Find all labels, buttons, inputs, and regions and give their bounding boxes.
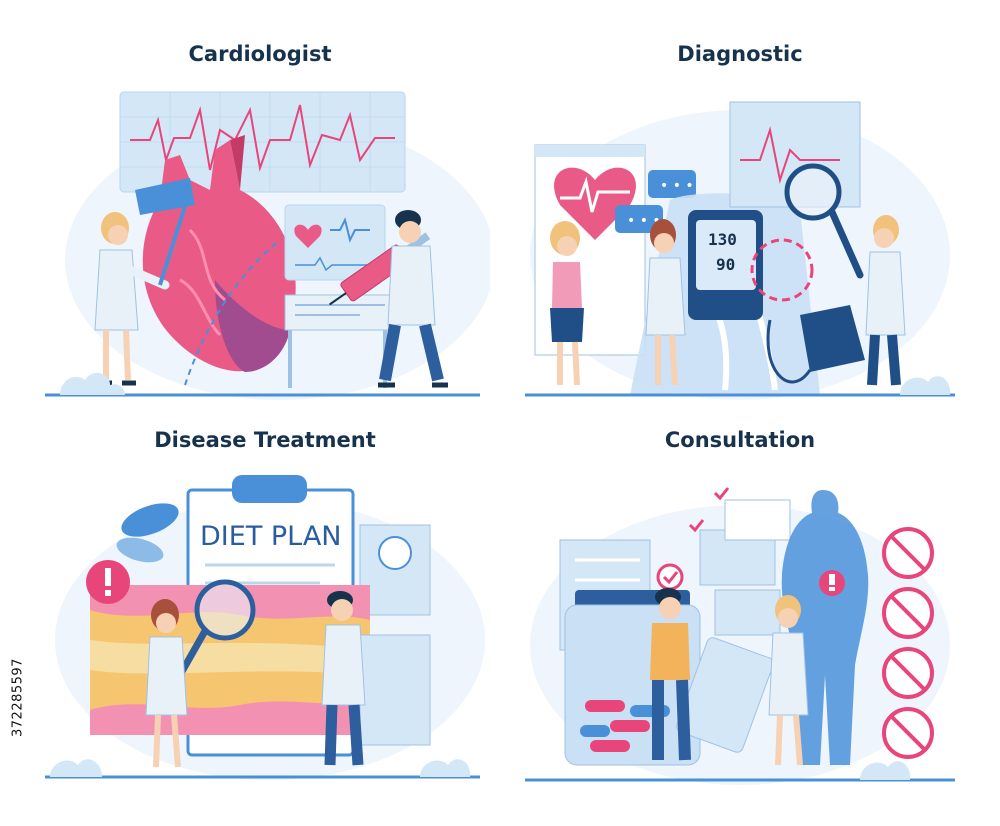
magnifier-icon bbox=[784, 163, 864, 279]
warning-icon-consult bbox=[819, 570, 845, 596]
panel-consultation bbox=[520, 465, 960, 785]
panel-diagnostic: • • • • • • 130 90 bbox=[520, 80, 960, 400]
title-diagnostic: Diagnostic bbox=[677, 42, 803, 66]
doctor-male-treatment bbox=[321, 591, 366, 766]
chat-bubble-icon bbox=[648, 170, 696, 198]
stock-id-text: 372285597 bbox=[10, 658, 26, 737]
patient-female bbox=[550, 221, 584, 386]
bp-diastolic: 90 bbox=[716, 255, 735, 274]
doctor-female-middle bbox=[645, 219, 686, 386]
bp-systolic: 130 bbox=[708, 230, 737, 249]
pill-icons bbox=[116, 503, 179, 563]
chat-bubble-icon-2 bbox=[615, 205, 663, 233]
svg-text:• • •: • • • bbox=[660, 178, 694, 194]
doctor-male-right bbox=[378, 210, 448, 388]
cardiologist-illustration bbox=[45, 91, 490, 400]
diet-plan-heading: DIET PLAN bbox=[200, 521, 342, 552]
blood-pressure-monitor: 130 90 bbox=[688, 210, 763, 320]
consultation-illustration bbox=[525, 487, 955, 785]
doctor-female-left bbox=[94, 189, 192, 386]
ecg-line bbox=[130, 104, 395, 172]
title-cardiologist: Cardiologist bbox=[188, 42, 332, 66]
title-disease-treatment: Disease Treatment bbox=[154, 428, 376, 452]
panel-cardiologist bbox=[40, 80, 490, 400]
doctor-female-right bbox=[865, 215, 906, 386]
panel-disease-treatment: DIET PLAN bbox=[40, 465, 490, 785]
patient-male bbox=[650, 588, 691, 761]
title-consultation: Consultation bbox=[664, 428, 816, 452]
doctor-female-consult bbox=[768, 595, 809, 766]
warning-icon bbox=[86, 560, 130, 604]
svg-text:• • •: • • • bbox=[627, 213, 661, 229]
treatment-illustration: DIET PLAN bbox=[45, 475, 485, 780]
doctor-female-treatment bbox=[145, 599, 188, 768]
diagnostic-illustration: • • • • • • 130 90 bbox=[525, 101, 955, 400]
stock-id: 372285597 bbox=[8, 590, 28, 820]
prohibited-icons bbox=[882, 527, 934, 759]
